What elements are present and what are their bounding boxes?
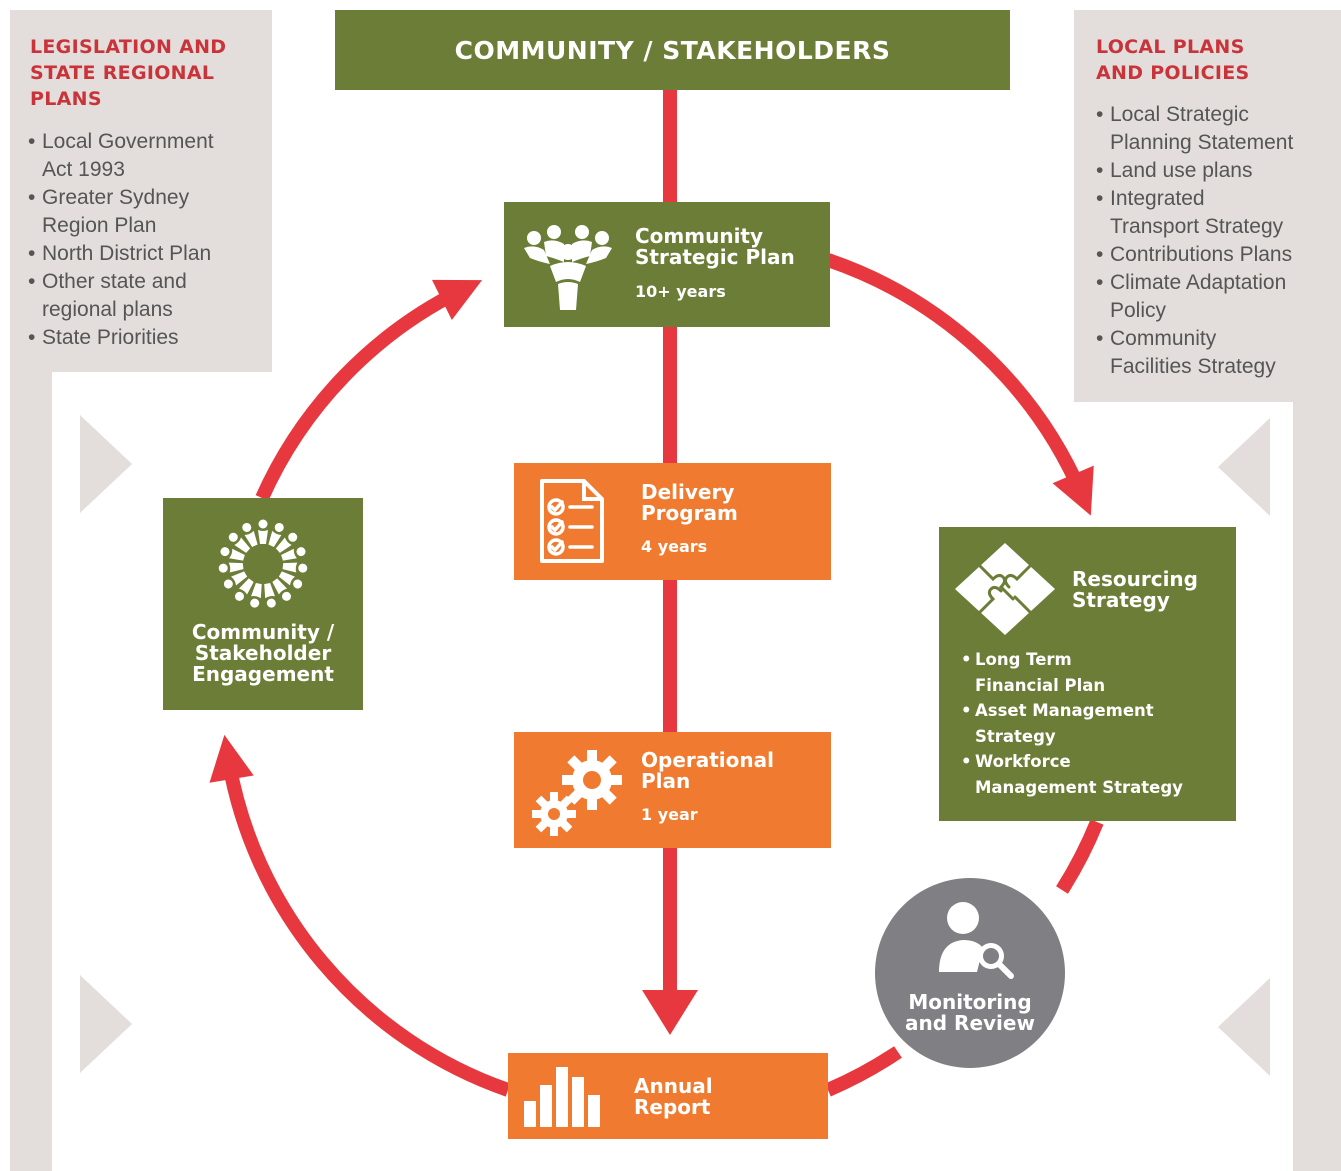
left-panel-strip	[10, 372, 52, 1171]
right-panel-item: Contributions Plans	[1096, 241, 1336, 269]
left-triangle-upper	[80, 415, 132, 513]
community-strategic-plan-box: Community Strategic Plan 10+ years	[504, 202, 830, 327]
right-triangle-lower	[1218, 978, 1270, 1076]
resourcing-list: Long Term Financial Plan Asset Managemen…	[961, 647, 1231, 800]
right-triangle-upper	[1218, 418, 1270, 516]
right-panel-list: Local Strategic Planning Statement Land …	[1096, 101, 1336, 381]
left-panel-item: Other state and regional plans	[28, 268, 268, 324]
arc-csp-to-resourcing	[825, 253, 1094, 516]
arc-engagement-to-csp	[255, 279, 483, 501]
spine-arrowhead	[642, 990, 698, 1035]
gears-icon	[532, 750, 622, 836]
engagement-title: Community / Stakeholder Engagement	[191, 620, 335, 686]
community-stakeholders-header: COMMUNITY / STAKEHOLDERS	[335, 10, 1010, 90]
arc-annual-to-engagement	[209, 734, 511, 1097]
csp-title: Community Strategic Plan	[635, 224, 795, 269]
delivery-program-box: Delivery Program 4 years	[514, 463, 831, 580]
left-panel-title: LEGISLATION AND STATE REGIONAL PLANS	[30, 36, 227, 110]
annual-title: Annual Report	[634, 1074, 713, 1119]
header-title: COMMUNITY / STAKEHOLDERS	[454, 35, 891, 65]
operational-plan-box: Operational Plan 1 year	[514, 732, 831, 848]
resourcing-title: Resourcing Strategy	[1072, 567, 1198, 612]
right-panel-item: Land use plans	[1096, 157, 1336, 185]
people-group-icon	[524, 225, 612, 310]
resourcing-item: Long Term Financial Plan	[961, 647, 1231, 698]
bar-chart-icon	[524, 1067, 600, 1127]
arc-resourcing-to-monitoring	[1056, 819, 1104, 894]
resourcing-item: Workforce Management Strategy	[961, 749, 1231, 800]
arc-monitoring-to-annual	[825, 1046, 902, 1097]
right-panel-item: Local Strategic Planning Statement	[1096, 101, 1336, 157]
delivery-title: Delivery Program	[641, 480, 738, 525]
csp-subtitle: 10+ years	[635, 282, 726, 301]
right-panel-strip	[1293, 402, 1341, 1171]
puzzle-icon	[955, 543, 1055, 635]
left-panel-list: Local Government Act 1993 Greater Sydney…	[28, 128, 268, 352]
right-panel-item: Community Facilities Strategy	[1096, 325, 1336, 381]
engagement-box: Community / Stakeholder Engagement	[163, 498, 363, 710]
left-triangle-lower	[80, 975, 132, 1073]
person-search-icon	[939, 902, 1014, 979]
left-panel-item: Local Government Act 1993	[28, 128, 268, 184]
monitoring-title: Monitoring and Review	[905, 990, 1035, 1035]
right-panel-item: Integrated Transport Strategy	[1096, 185, 1336, 241]
operational-subtitle: 1 year	[641, 805, 698, 824]
left-panel-item: State Priorities	[28, 324, 268, 352]
resourcing-strategy-box: Resourcing Strategy Long Term Financial …	[939, 527, 1236, 821]
right-panel-item: Climate Adaptation Policy	[1096, 269, 1336, 325]
right-panel-title: LOCAL PLANS AND POLICIES	[1096, 36, 1250, 84]
operational-title: Operational Plan	[641, 748, 774, 793]
annual-report-box: Annual Report	[508, 1053, 828, 1139]
left-panel-item: North District Plan	[28, 240, 268, 268]
left-panel-item: Greater Sydney Region Plan	[28, 184, 268, 240]
monitoring-review-circle: Monitoring and Review	[875, 878, 1065, 1068]
checklist-icon	[540, 479, 604, 563]
resourcing-item: Asset Management Strategy	[961, 698, 1231, 749]
people-circle-icon	[218, 519, 308, 608]
delivery-subtitle: 4 years	[641, 537, 708, 556]
